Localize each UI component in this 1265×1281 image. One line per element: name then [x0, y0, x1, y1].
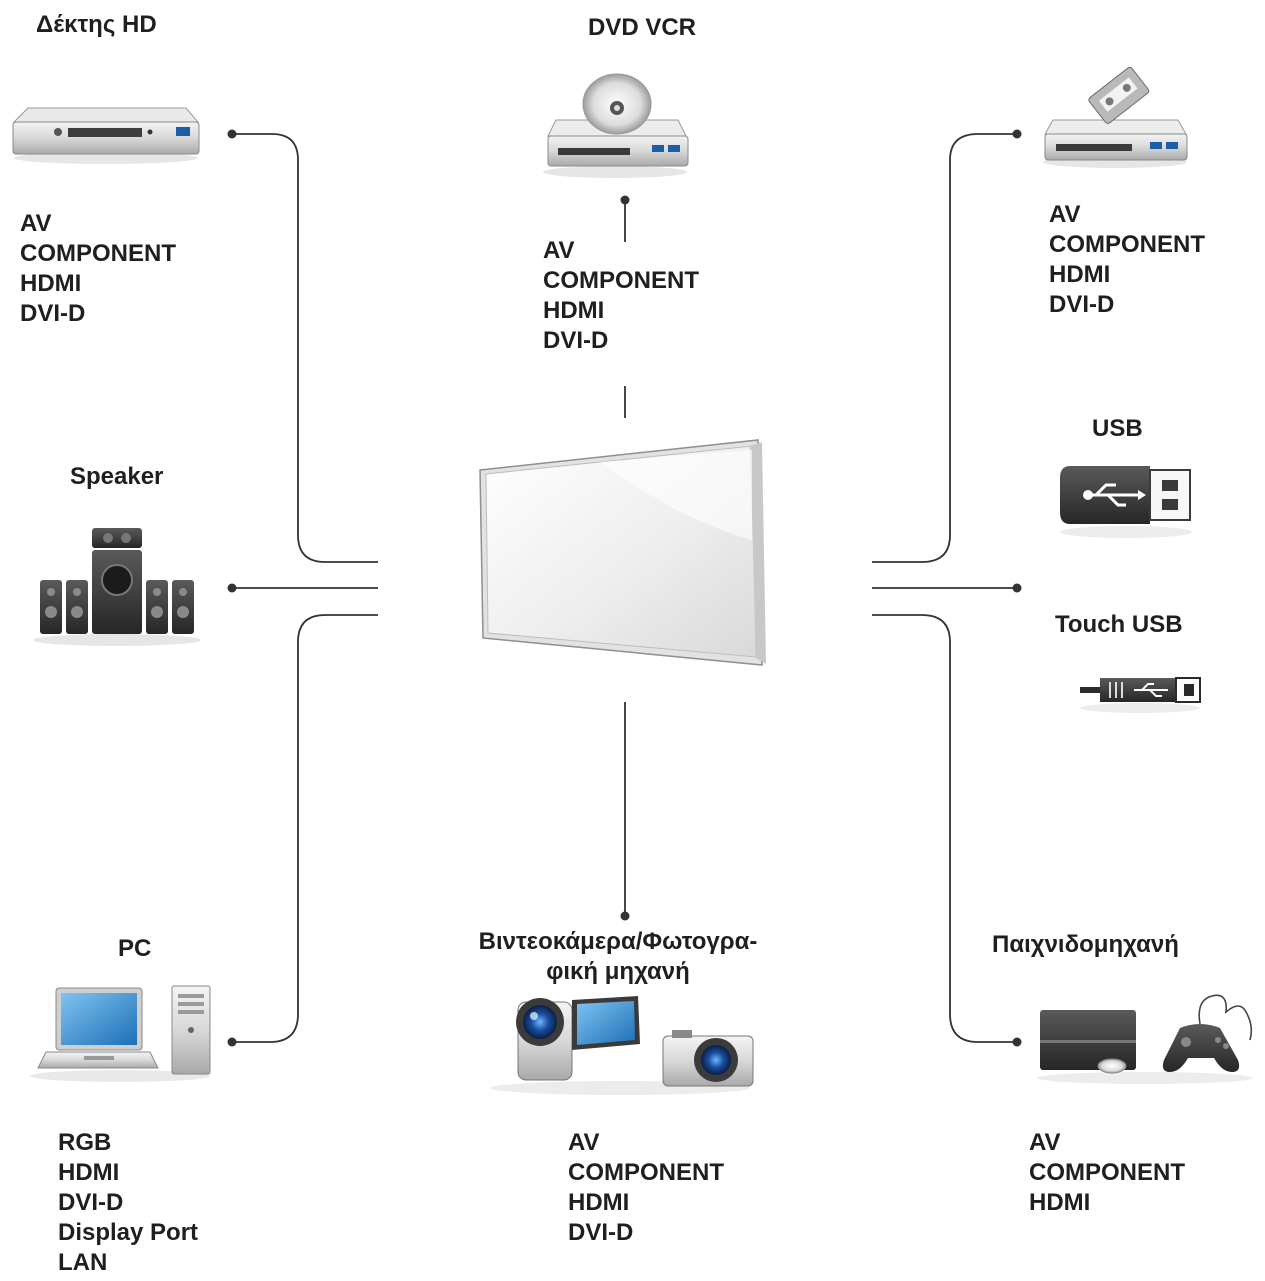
connector-lines: [232, 133, 1017, 1043]
port-label: DVI-D: [568, 1219, 634, 1246]
camera-ports: AV COMPONENT HDMI DVI-D: [568, 1128, 724, 1248]
port-label: COMPONENT: [1049, 231, 1205, 258]
line-pc: [232, 614, 378, 1043]
port-label: COMPONENT: [1029, 1159, 1185, 1186]
pc-title: PC: [118, 935, 152, 962]
port-label: DVI-D: [1049, 291, 1115, 318]
port-label: AV: [1049, 201, 1081, 228]
dvd-ports: AV COMPONENT HDMI DVI-D: [543, 236, 699, 356]
hd-receiver-title: Δέκτης HD: [36, 11, 157, 38]
port-label: HDMI: [568, 1189, 630, 1216]
dvd-player-icon: [543, 73, 689, 178]
touch-usb-title: Touch USB: [1055, 611, 1183, 638]
port-label: HDMI: [20, 270, 82, 297]
port-label: HDMI: [543, 297, 605, 324]
vcr-icon: [1043, 66, 1188, 168]
line-hd-receiver: [232, 133, 378, 563]
port-label: COMPONENT: [20, 240, 176, 267]
vcr-ports: AV COMPONENT HDMI DVI-D: [1049, 200, 1205, 320]
port-label: Display Port: [58, 1219, 199, 1246]
usb-title: USB: [1092, 415, 1143, 442]
connector-dots: [227, 129, 1022, 1047]
pc-ports: RGB HDMI DVI-D Display Port LAN: [58, 1128, 198, 1278]
speaker-system-icon: [33, 528, 201, 646]
game-console-icon: [1037, 994, 1253, 1084]
camera-title-line2: φική μηχανή: [546, 958, 690, 985]
camera-title-line1: Βιντεοκάμερα/Φωτογρα-: [478, 928, 758, 955]
port-label: AV: [543, 237, 575, 264]
hd-receiver-ports: AV COMPONENT HDMI DVI-D: [20, 209, 176, 329]
port-label: RGB: [58, 1129, 112, 1156]
port-label: AV: [20, 210, 52, 237]
port-label: DVI-D: [58, 1189, 124, 1216]
port-label: AV: [1029, 1129, 1061, 1156]
dvd-title: DVD VCR: [588, 14, 697, 41]
camera-title: Βιντεοκάμερα/Φωτογρα- φική μηχανή: [448, 927, 788, 987]
port-label: HDMI: [1029, 1189, 1091, 1216]
port-label: AV: [568, 1129, 600, 1156]
monitor-display-icon: [479, 439, 766, 666]
port-label: COMPONENT: [543, 267, 699, 294]
console-ports: AV COMPONENT HDMI: [1029, 1128, 1185, 1218]
console-title: Παιχνιδομηχανή: [992, 931, 1179, 958]
pc-laptop-tower-icon: [30, 985, 211, 1082]
port-label: HDMI: [58, 1159, 120, 1186]
port-label: HDMI: [1049, 261, 1111, 288]
port-label: COMPONENT: [568, 1159, 724, 1186]
usb-drive-icon: [1060, 466, 1192, 538]
camcorder-camera-icon: [490, 996, 754, 1095]
touch-usb-cable-icon: [1080, 677, 1201, 713]
port-label: DVI-D: [20, 300, 86, 327]
line-console: [872, 614, 1017, 1043]
set-top-box-icon: [12, 107, 200, 164]
port-label: DVI-D: [543, 327, 609, 354]
port-label: LAN: [58, 1249, 108, 1276]
line-vcr: [872, 133, 1017, 563]
speaker-title: Speaker: [70, 463, 164, 490]
